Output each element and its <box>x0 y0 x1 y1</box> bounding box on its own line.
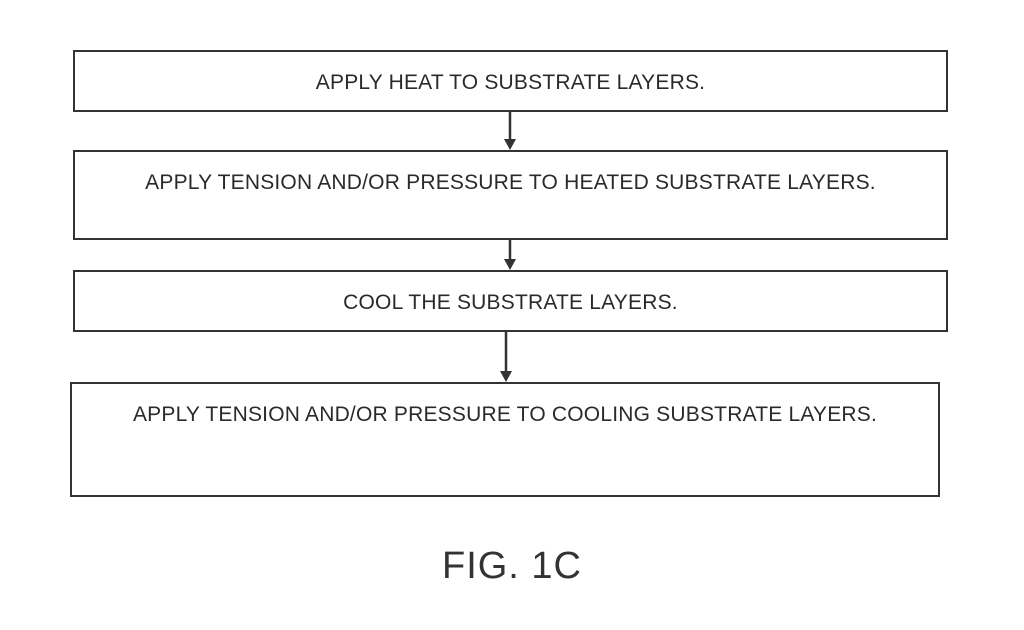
arrow-3-to-4 <box>496 331 516 383</box>
flow-step-2: APPLY TENSION AND/OR PRESSURE TO HEATED … <box>73 150 948 240</box>
flow-step-4-label: APPLY TENSION AND/OR PRESSURE TO COOLING… <box>133 403 877 426</box>
arrow-2-to-3 <box>500 239 520 271</box>
flow-step-4: APPLY TENSION AND/OR PRESSURE TO COOLING… <box>70 382 940 497</box>
flow-step-3-label: COOL THE SUBSTRATE LAYERS. <box>343 291 678 314</box>
flow-step-1: APPLY HEAT TO SUBSTRATE LAYERS. <box>73 50 948 112</box>
flow-step-1-label: APPLY HEAT TO SUBSTRATE LAYERS. <box>316 71 705 94</box>
figure-label: FIG. 1C <box>0 545 1024 588</box>
flow-step-3: COOL THE SUBSTRATE LAYERS. <box>73 270 948 332</box>
arrow-1-to-2 <box>500 111 520 151</box>
flow-step-2-label: APPLY TENSION AND/OR PRESSURE TO HEATED … <box>145 171 876 194</box>
